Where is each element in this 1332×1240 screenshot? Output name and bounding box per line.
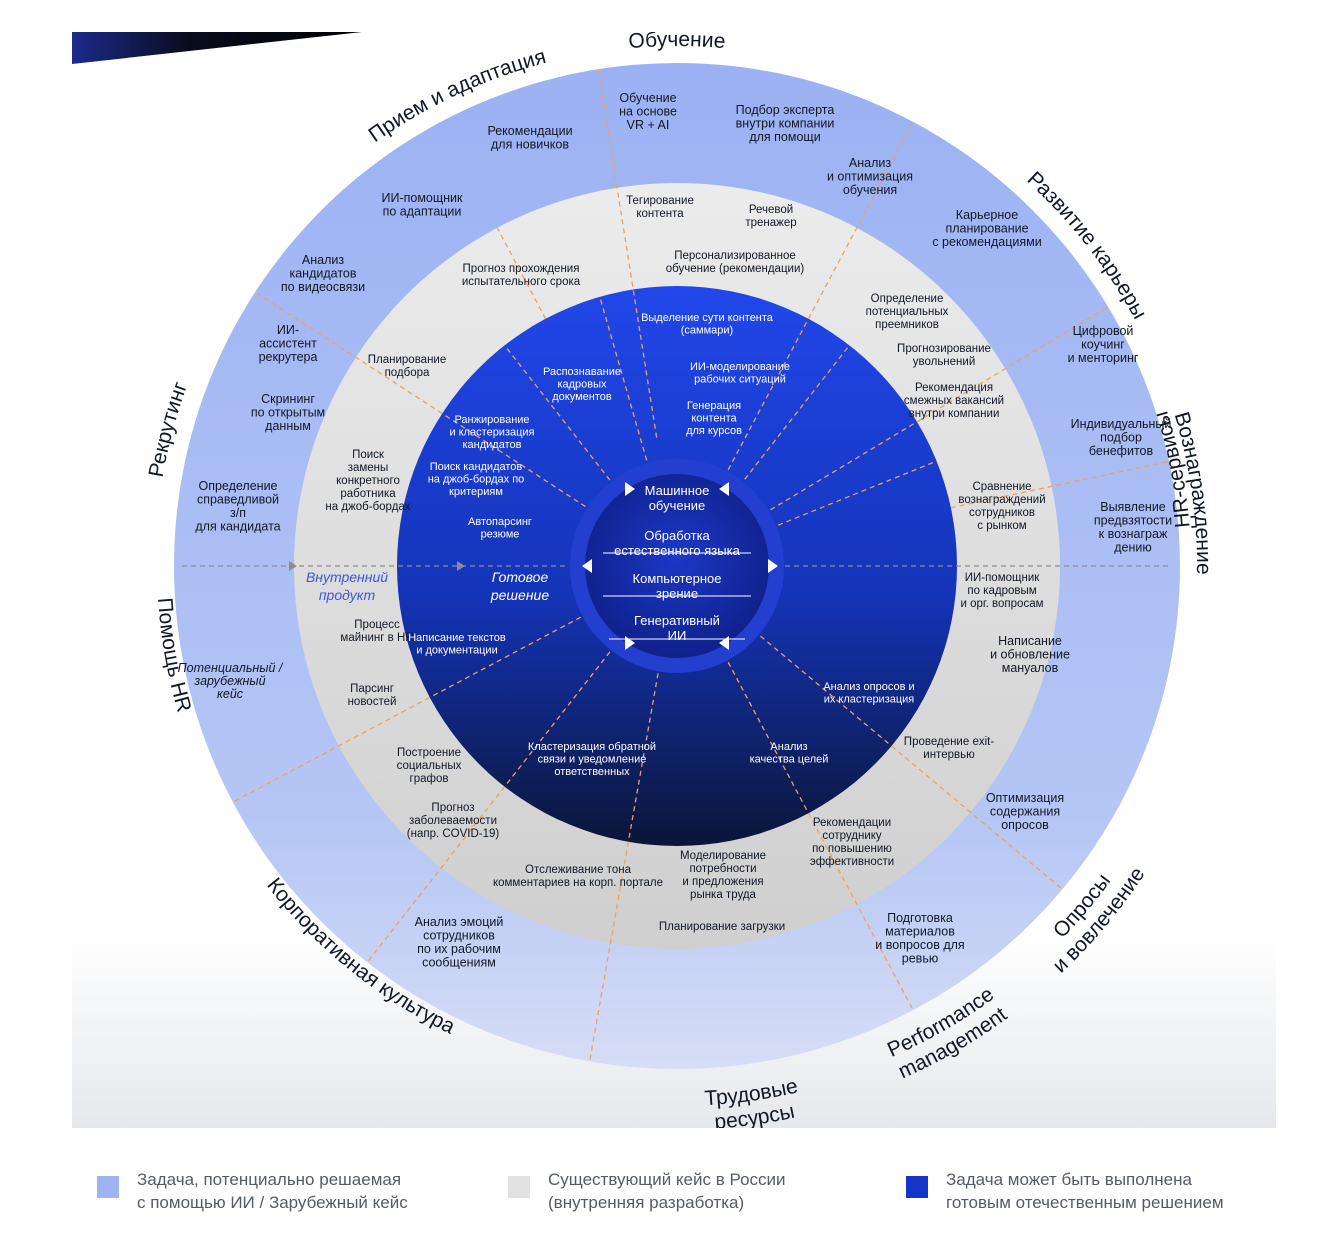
legend-label: Существующий кейс в России (внутренняя р… [548, 1170, 786, 1212]
sector-divider [950, 460, 1170, 509]
inner-item-summary: Выделение сути контента(саммари) [641, 312, 774, 337]
middle-item-workload: Планирование загрузки [659, 921, 785, 933]
sector-divider [599, 296, 653, 478]
legend-item-internal: Существующий кейс в России (внутренняя р… [508, 1168, 786, 1214]
arrow-right-icon [289, 561, 297, 571]
sector-divider [589, 664, 661, 1062]
arrow-right-icon [625, 636, 635, 650]
category-label-obuchenie: Обучение [628, 32, 727, 53]
sector-divider [504, 344, 616, 488]
legend-label: Задача может быть выполнена готовым отеч… [946, 1170, 1224, 1212]
arrow-right-icon [625, 482, 635, 496]
arrow-right-icon [457, 561, 465, 571]
arrow-left-icon [719, 482, 729, 496]
sector-divider [769, 460, 937, 530]
corner-banner [72, 32, 362, 64]
sector-divider [232, 612, 590, 803]
sector-divider [254, 291, 594, 513]
arrow-right-icon [768, 559, 778, 573]
legend-swatch-gray [508, 1176, 530, 1198]
legend-label: Задача, потенциально решаемая с помощью … [137, 1170, 408, 1212]
middle-item-exit: Проведение exit-интервью [904, 736, 995, 761]
sector-divider [723, 653, 914, 1011]
core-arrows [582, 482, 778, 650]
legend-item-ready: Задача может быть выполнена готовым отеч… [906, 1168, 1224, 1214]
sector-dividers [232, 69, 1170, 1062]
sector-divider [723, 121, 914, 479]
sector-divider [733, 344, 850, 494]
sector-divider [597, 69, 658, 438]
arrow-left-icon [582, 559, 592, 573]
core-separators [603, 552, 751, 640]
sector-divider [753, 629, 1063, 890]
legend-swatch-dark-blue [906, 1176, 928, 1198]
legend-item-foreign: Задача, потенциально решаемая с помощью … [97, 1168, 408, 1214]
arrow-left-icon [719, 636, 729, 650]
legend-swatch-light-blue [97, 1176, 119, 1198]
core-circle [585, 474, 769, 658]
sector-divider [496, 227, 547, 320]
sector-divider [366, 644, 616, 963]
sector-divider [762, 306, 1109, 516]
horizontal-arrows [182, 561, 1172, 571]
